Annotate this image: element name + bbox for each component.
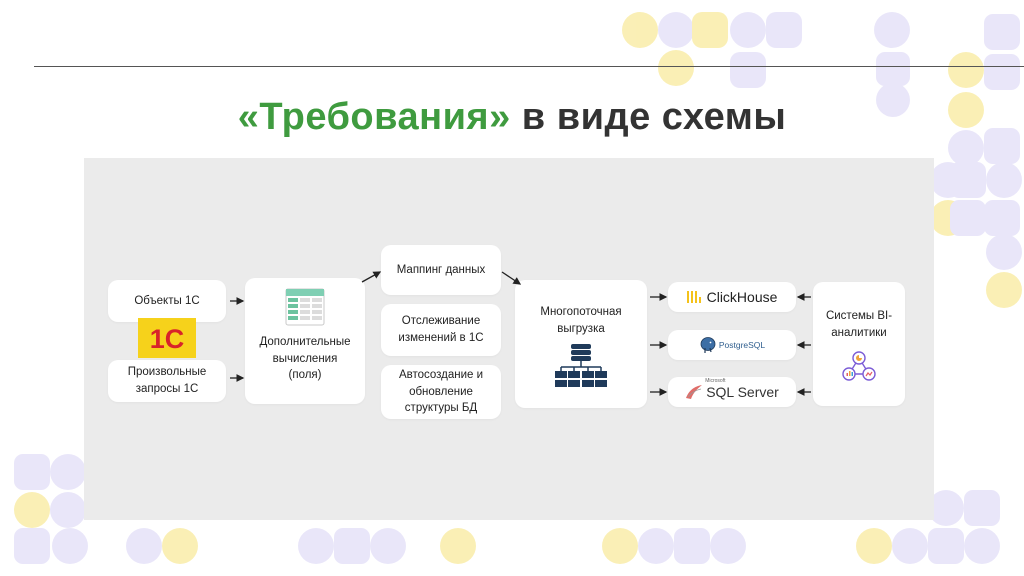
node-tracking-label: Отслеживание изменений в 1С (398, 315, 484, 344)
postgresql-label: PostgreSQL (718, 339, 766, 350)
sqlserver-logo-icon (686, 384, 703, 399)
table-icon (285, 288, 325, 326)
node-mapping-label: Маппинг данных (396, 263, 486, 276)
node-objects-1c-label: Объекты 1С (134, 294, 200, 307)
node-autocreate-label: Автосоздание и обновление структуры БД (398, 368, 484, 415)
1c-logo-text: 1С (150, 324, 185, 354)
target-clickhouse: ClickHouse (668, 282, 796, 312)
node-objects-1c: Объекты 1С (108, 280, 226, 322)
node-mapping: Маппинг данных (381, 245, 501, 295)
header-divider (34, 66, 1024, 67)
node-extra-calc: Дополнительные вычисления (поля) (245, 278, 365, 404)
slide-title: «Требования» в виде схемы (0, 96, 1024, 139)
arrow-calc-to-mapping (361, 271, 382, 283)
target-postgresql: PostgreSQL (668, 330, 796, 360)
node-bi-systems: Системы BI-аналитики (813, 282, 905, 406)
bi-analytics-icon (842, 351, 876, 382)
node-multithread-label: Многопоточная выгрузка (540, 306, 622, 335)
node-autocreate: Автосоздание и обновление структуры БД (381, 365, 501, 419)
postgresql-elephant-icon (700, 337, 716, 353)
database-server-icon (555, 344, 607, 388)
clickhouse-logo-icon (686, 290, 701, 303)
node-multithread: Многопоточная выгрузка (515, 280, 647, 408)
node-queries-1c: Произвольные запросы 1С (108, 360, 226, 402)
sqlserver-label: SQL Server (706, 383, 779, 400)
node-tracking: Отслеживание изменений в 1С (381, 304, 501, 356)
target-sqlserver: Microsoft SQL Server (668, 377, 796, 407)
arrow-mapping-to-multithread (501, 271, 522, 285)
slide-title-rest: в виде схемы (510, 96, 787, 138)
clickhouse-label: ClickHouse (706, 288, 778, 305)
node-bi-systems-label: Системы BI-аналитики (825, 310, 893, 339)
1c-logo-icon: 1С (138, 318, 196, 358)
node-extra-calc-label: Дополнительные вычисления (поля) (259, 336, 351, 382)
slide-title-accent: «Требования» (237, 96, 511, 138)
node-queries-1c-label: Произвольные запросы 1С (127, 366, 207, 395)
sqlserver-label-small: Microsoft (705, 377, 726, 384)
